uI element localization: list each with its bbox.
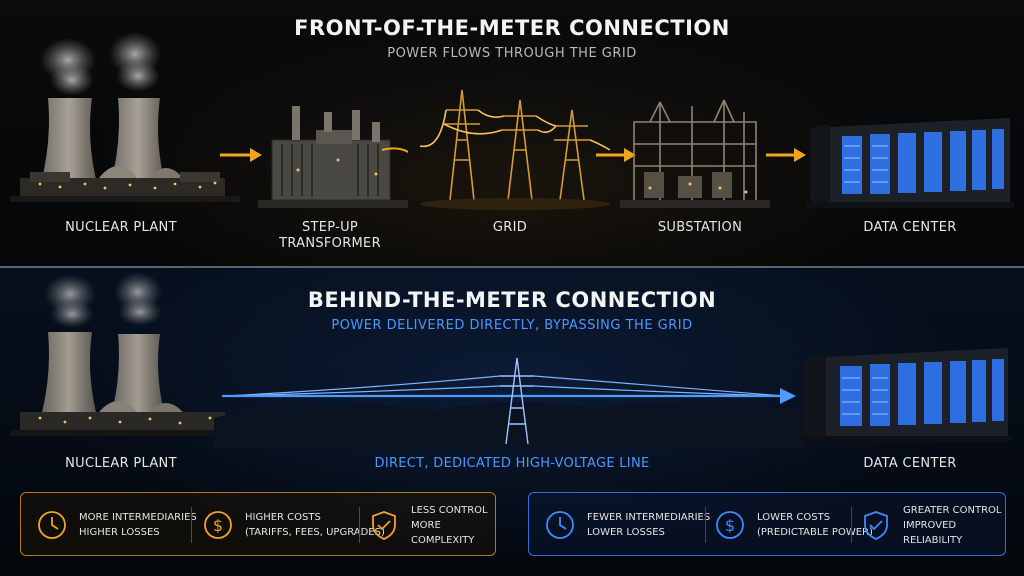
flow-arrow-4 <box>766 148 806 162</box>
panel-separator <box>359 507 360 543</box>
behind-item-1-line1: FEWER INTERMEDIARIES <box>587 512 711 523</box>
behind-stage-data-center: DATA CENTER <box>863 456 957 471</box>
stage-data-center: DATA CENTER <box>863 220 957 235</box>
shield-check-icon <box>372 511 396 540</box>
data-center-illustration-bottom <box>800 348 1012 442</box>
behind-stage-nuclear-plant: NUCLEAR PLANT <box>65 456 177 471</box>
panel-separator <box>705 507 706 543</box>
front-item-2-line2: (TARIFFS, FEES, UPGRADES) <box>245 527 385 538</box>
stage-transformer-line1: STEP-UP <box>301 220 359 235</box>
dollar-icon: $ <box>204 511 232 539</box>
behind-item-costs: $ LOWER COSTS (PREDICTABLE POWER) <box>713 493 873 557</box>
panel-separator <box>191 507 192 543</box>
svg-text:$: $ <box>725 516 735 535</box>
front-title: FRONT-OF-THE-METER CONNECTION <box>294 16 730 40</box>
nuclear-plant-illustration <box>10 32 240 202</box>
shield-check-icon <box>864 511 888 540</box>
front-of-meter-section: FRONT-OF-THE-METER CONNECTION POWER FLOW… <box>0 0 1024 266</box>
behind-stage-direct-line: DIRECT, DEDICATED HIGH-VOLTAGE LINE <box>374 456 650 471</box>
grid-towers-illustration <box>420 89 610 210</box>
behind-title: BEHIND-THE-METER CONNECTION <box>307 288 717 312</box>
front-item-costs: $ HIGHER COSTS (TARIFFS, FEES, UPGRADES) <box>201 493 385 557</box>
behind-item-intermediaries: FEWER INTERMEDIARIES LOWER LOSSES <box>543 493 710 557</box>
behind-meter-section: BEHIND-THE-METER CONNECTION POWER DELIVE… <box>0 268 1024 576</box>
behind-benefits-panel: FEWER INTERMEDIARIES LOWER LOSSES $ LOWE… <box>528 492 1006 556</box>
substation-illustration <box>620 99 770 208</box>
data-center-illustration <box>806 118 1014 208</box>
front-drawbacks-panel: MORE INTERMEDIARIES HIGHER LOSSES $ HIGH… <box>20 492 496 556</box>
front-item-3-line1: LESS CONTROL <box>411 504 488 516</box>
front-subtitle: POWER FLOWS THROUGH THE GRID <box>387 46 637 61</box>
stage-grid: GRID <box>492 220 528 235</box>
behind-item-2-line1: LOWER COSTS <box>757 512 831 523</box>
stage-step-up-transformer: STEP-UP TRANSFORMER <box>255 220 405 252</box>
dollar-icon: $ <box>716 511 744 539</box>
behind-item-2-line2: (PREDICTABLE POWER) <box>757 527 873 538</box>
svg-text:$: $ <box>213 516 223 535</box>
front-item-1-line2: HIGHER LOSSES <box>79 527 160 538</box>
stage-transformer-line2: TRANSFORMER <box>279 236 381 251</box>
flow-arrow-1 <box>220 148 262 162</box>
behind-item-3-line1: GREATER CONTROL <box>903 504 1002 516</box>
section-divider <box>0 266 1024 268</box>
front-item-control: LESS CONTROL MORE COMPLEXITY <box>367 493 495 557</box>
direct-line-illustration <box>214 357 804 448</box>
stage-substation: SUBSTATION <box>657 220 743 235</box>
nuclear-plant-illustration-bottom <box>10 272 240 436</box>
front-item-intermediaries: MORE INTERMEDIARIES HIGHER LOSSES <box>35 493 197 557</box>
front-item-3-line2: MORE COMPLEXITY <box>411 519 475 546</box>
clock-icon <box>38 511 66 539</box>
stage-nuclear-plant: NUCLEAR PLANT <box>65 220 177 235</box>
behind-item-1-line2: LOWER LOSSES <box>587 527 665 538</box>
flow-arrow-3 <box>596 148 636 162</box>
transformer-illustration <box>258 106 408 208</box>
behind-item-3-line2: IMPROVED RELIABILITY <box>903 519 963 546</box>
front-item-1-line1: MORE INTERMEDIARIES <box>79 512 197 523</box>
behind-item-control: GREATER CONTROL IMPROVED RELIABILITY <box>859 493 1005 557</box>
clock-icon <box>546 511 574 539</box>
panel-separator <box>851 507 852 543</box>
behind-subtitle: POWER DELIVERED DIRECTLY, BYPASSING THE … <box>331 318 693 333</box>
front-item-2-line1: HIGHER COSTS <box>245 512 321 523</box>
